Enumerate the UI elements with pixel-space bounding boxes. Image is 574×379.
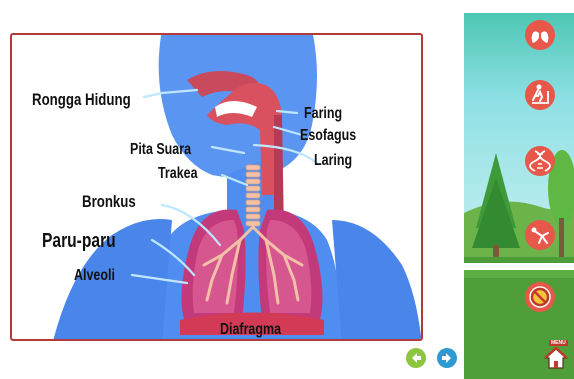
stretching-menu-button[interactable] — [524, 219, 556, 251]
label-esofagus: Esofagus — [300, 127, 356, 145]
lungs-icon — [524, 19, 556, 51]
label-alveoli: Alveoli — [74, 267, 115, 285]
menu-label: MENU — [549, 340, 568, 346]
home-icon — [544, 347, 568, 369]
side-menu-panel: MENU — [464, 13, 574, 379]
arrow-right-icon — [437, 348, 457, 368]
home-menu-button[interactable] — [544, 347, 568, 369]
lungs-menu-button[interactable] — [524, 19, 556, 51]
treadmill-menu-button[interactable] — [524, 79, 556, 111]
label-pita-suara: Pita Suara — [130, 141, 191, 159]
stretching-icon — [524, 219, 556, 251]
arrow-left-icon — [406, 348, 426, 368]
no-smoking-icon — [524, 281, 556, 313]
dna-icon — [524, 145, 556, 177]
dna-menu-button[interactable] — [524, 145, 556, 177]
label-paru-paru: Paru-paru — [42, 230, 116, 253]
label-trakea: Trakea — [158, 165, 198, 183]
no-smoking-menu-button[interactable] — [524, 281, 556, 313]
treadmill-icon — [524, 79, 556, 111]
label-laring: Laring — [314, 152, 352, 170]
label-bronkus: Bronkus — [82, 192, 136, 212]
prev-button[interactable] — [406, 348, 426, 368]
label-rongga-hidung: Rongga Hidung — [32, 90, 131, 110]
respiratory-illustration — [12, 35, 423, 341]
respiratory-diagram: Rongga Hidung Faring Esofagus Laring Pit… — [10, 33, 423, 341]
label-diafragma: Diafragma — [220, 321, 281, 339]
forest-background — [464, 13, 574, 379]
next-button[interactable] — [437, 348, 457, 368]
label-faring: Faring — [304, 105, 342, 123]
